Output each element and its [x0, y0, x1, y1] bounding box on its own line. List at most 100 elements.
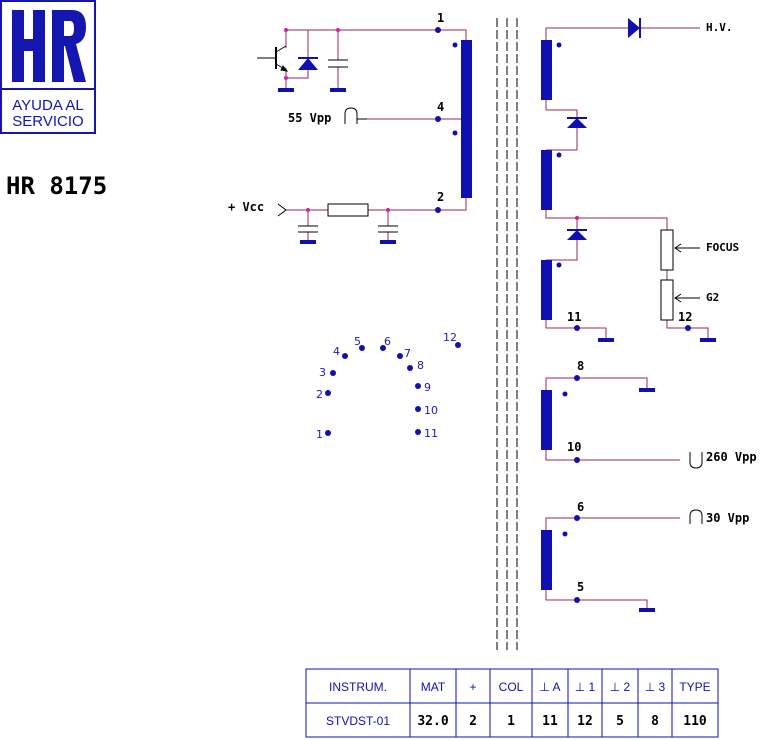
supply-input-arrow-icon: [277, 203, 287, 217]
pinout-pin-dot: [359, 345, 365, 351]
pinout-pin-dot: [330, 370, 336, 376]
junction-dot: [284, 28, 288, 32]
pin-label-5: 5: [577, 580, 584, 594]
hv-winding-segment: [541, 40, 552, 100]
junction-dot: [284, 76, 288, 80]
junction-dot: [336, 28, 340, 32]
table-header-cell: INSTRUM.: [329, 680, 387, 694]
table-header-cell: ⊥ 1: [575, 680, 596, 694]
junction-dot: [575, 216, 579, 220]
wire-diode-bottom: [286, 70, 309, 79]
table-header-cell: ⊥ 2: [610, 680, 631, 694]
wire-hv: [545, 27, 700, 40]
pin-label-8: 8: [577, 359, 584, 373]
pinout-pin-label: 12: [443, 331, 457, 344]
pin-dot: [574, 325, 580, 331]
pinout-pin-dot: [455, 342, 461, 348]
focus-resistor-icon: [660, 229, 674, 271]
hv-winding-segment: [541, 260, 552, 320]
supply-label: + Vcc: [228, 200, 264, 214]
logo-divider: [1, 88, 95, 90]
polarity-dot: [452, 130, 458, 136]
pinout-pin-dot: [342, 353, 348, 359]
transistor-arrow: [280, 65, 289, 72]
polarity-dot: [562, 531, 568, 537]
pinout-pin-dot: [380, 345, 386, 351]
pin-dot: [435, 207, 441, 213]
hv-windings: [541, 40, 716, 342]
ground-icon: [380, 240, 396, 244]
pin-label-10: 10: [567, 440, 581, 454]
pinout-pin-label: 10: [424, 404, 438, 417]
pinout-pin-label: 8: [417, 359, 424, 372]
table-value-cell: 32.0: [417, 714, 448, 729]
pin-dots-primary: [435, 27, 458, 213]
ground-icon: [598, 338, 614, 342]
table-header-cell: MAT: [421, 680, 446, 694]
pinout-pin-label: 11: [424, 427, 438, 440]
pin-label-12: 12: [678, 310, 692, 324]
focus-label: FOCUS: [706, 241, 739, 254]
table-header-cell: ⊥ 3: [645, 680, 666, 694]
winding-c: [541, 530, 552, 590]
damper-diode-icon: [298, 57, 318, 70]
table-value-cell: 8: [651, 714, 659, 729]
table-header-cell: COL: [499, 680, 524, 694]
capacitor-icon: [328, 59, 348, 68]
ground-icon: [700, 338, 716, 342]
pinout-pin-label: 5: [354, 335, 361, 348]
junction-dot: [386, 208, 390, 212]
g2-resistor-icon: [660, 279, 674, 321]
pulse-icon: [344, 107, 358, 124]
pin-label-11: 11: [567, 310, 581, 324]
table-header-cell: TYPE: [679, 680, 710, 694]
ground-icon: [300, 240, 316, 244]
diode-icon: [628, 18, 640, 38]
table-value-cell: 2: [469, 714, 477, 729]
ground-icon: [639, 608, 655, 612]
wire-pin-10: [545, 450, 680, 461]
table-value-cell: 1: [507, 714, 515, 729]
ground-icons-primary: [278, 88, 396, 244]
transformer-core: [496, 18, 518, 650]
input-pulse-label: 55 Vpp: [288, 111, 331, 125]
wire-seg-2: [545, 210, 668, 230]
resistor-icon: [327, 203, 369, 217]
transistor-collector: [275, 45, 287, 53]
pinout-pin-label: 7: [404, 347, 411, 360]
arrow-left-icon: [674, 243, 682, 253]
hv-label: H.V.: [706, 21, 733, 34]
diode-body: [298, 58, 318, 70]
pin-label-1: 1: [437, 11, 444, 25]
pinout-pin-dot: [415, 429, 421, 435]
polarity-dot: [452, 42, 458, 48]
winding-b-circuit: [545, 377, 680, 461]
diode-bar: [567, 117, 587, 119]
ground-icon: [639, 388, 655, 392]
pinout-pin-dot: [415, 383, 421, 389]
pin-dot: [685, 325, 691, 331]
winding-b-pulse-label: 260 Vpp: [706, 450, 757, 464]
polarity-dot: [556, 152, 562, 158]
logo-line-1: AYUDA AL: [12, 97, 83, 114]
winding-b-dots: [562, 375, 655, 463]
negative-pulse-icon: [689, 452, 703, 469]
primary-winding: [461, 40, 472, 198]
winding-c-pulse-label: 30 Vpp: [706, 511, 749, 525]
junction-dot: [306, 208, 310, 212]
table-value-cell: 110: [683, 714, 707, 729]
wire-pin-5: [545, 590, 648, 608]
model-title: HR 8175: [6, 172, 107, 200]
table-value-cell: 12: [577, 714, 593, 729]
supply-capacitors: [298, 225, 398, 233]
pinout-pin-label: 9: [424, 381, 431, 394]
pin-label-2: 2: [437, 190, 444, 204]
table-header-cell: +: [469, 680, 476, 694]
logo-letter-h-bar: [20, 39, 38, 51]
pin-dot: [574, 457, 580, 463]
pinout-pin-dot: [325, 390, 331, 396]
wiper-arrows: [674, 243, 700, 303]
